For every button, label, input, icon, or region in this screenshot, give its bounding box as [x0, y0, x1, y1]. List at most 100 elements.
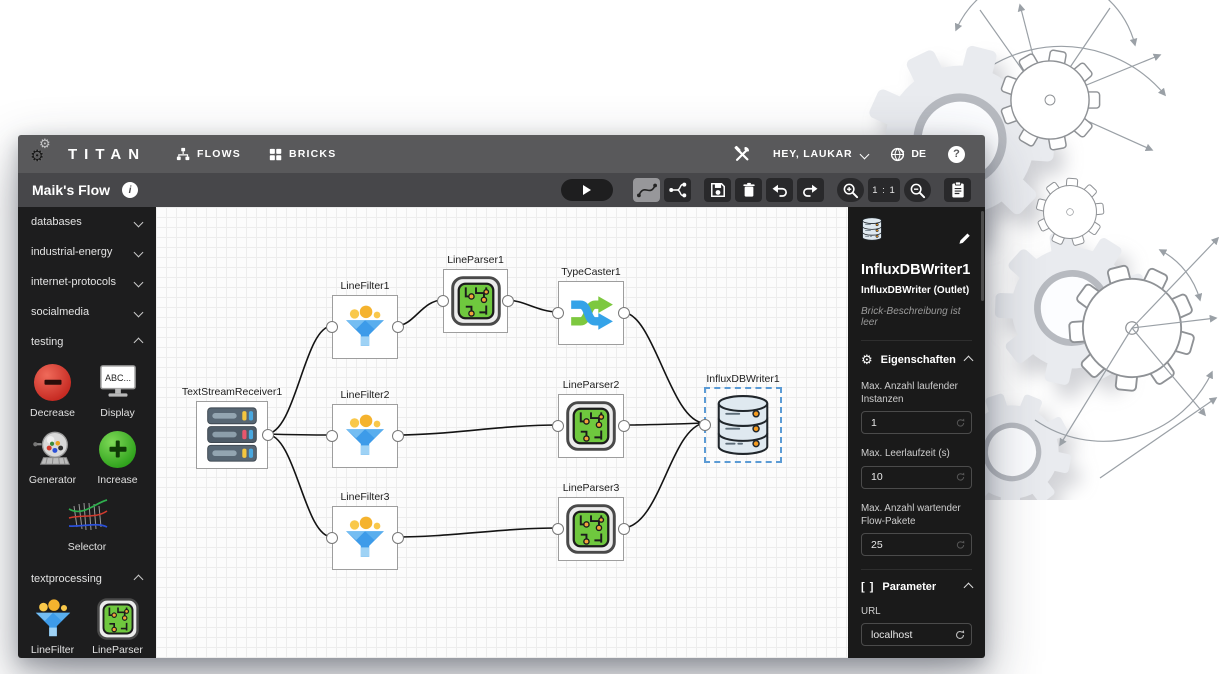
node-lineparser3[interactable]: LineParser3 — [552, 482, 630, 561]
brick-increase[interactable]: Increase — [85, 428, 150, 486]
sidebar-category-testing[interactable]: testing — [18, 327, 156, 357]
gear-icon: ⚙ — [861, 352, 873, 367]
nav-flows-label: FLOWS — [197, 148, 241, 160]
nav-item-bricks[interactable]: BRICKS — [269, 148, 336, 161]
brick-decrease[interactable]: Decrease — [20, 361, 85, 419]
server-rack-icon — [204, 406, 260, 464]
brackets-icon: [ ] — [861, 581, 875, 594]
help-button[interactable]: ? — [948, 145, 965, 163]
shuffle-arrows-icon — [567, 289, 615, 337]
zoom-ratio-indicator[interactable]: 1 : 1 — [868, 178, 900, 202]
undo-button[interactable] — [766, 178, 793, 202]
panel-scrollbar-thumb[interactable] — [981, 211, 984, 301]
input-port[interactable] — [326, 430, 338, 442]
circuit-icon — [451, 276, 501, 326]
zoom-out-button[interactable] — [904, 178, 931, 202]
brick-generator[interactable]: Generator — [20, 428, 85, 486]
nav-item-flows[interactable]: FLOWS — [176, 147, 241, 161]
node-label: TypeCaster1 — [561, 266, 621, 278]
max-waiting-packets-input[interactable] — [861, 533, 972, 557]
trash-icon — [742, 182, 756, 198]
output-port[interactable] — [262, 429, 274, 441]
output-port[interactable] — [392, 321, 404, 333]
flows-hierarchy-icon — [176, 147, 190, 161]
input-port[interactable] — [699, 419, 711, 431]
node-lineparser1[interactable]: LineParser1 — [437, 254, 514, 333]
nav-bricks-label: BRICKS — [288, 148, 337, 160]
clipboard-button[interactable] — [944, 178, 971, 202]
chevron-up-icon — [133, 337, 144, 347]
branch-connection-mode-button[interactable] — [664, 178, 691, 202]
max-idle-time-input[interactable] — [861, 465, 972, 489]
node-linefilter1[interactable]: LineFilter1 — [326, 280, 404, 359]
sidebar-category-databases[interactable]: databases — [18, 207, 156, 237]
admin-tools-icon[interactable] — [733, 145, 751, 163]
zoom-in-button[interactable] — [837, 178, 864, 202]
output-port[interactable] — [392, 532, 404, 544]
generator-lottery-icon — [32, 428, 74, 470]
url-input[interactable] — [861, 623, 972, 647]
language-selector[interactable]: DE — [890, 147, 926, 162]
input-port[interactable] — [552, 420, 564, 432]
inspector-description: Brick-Beschreibung ist leer — [861, 306, 961, 328]
edit-pencil-icon[interactable] — [957, 231, 972, 246]
delete-button[interactable] — [735, 178, 762, 202]
output-port[interactable] — [618, 307, 630, 319]
chevron-down-icon — [133, 247, 144, 257]
brick-lineparser[interactable]: LineParser — [85, 598, 150, 656]
sidebar-category-textprocessing[interactable]: textprocessing — [18, 564, 156, 594]
node-textstreamreceiver1[interactable]: TextStreamReceiver1 — [182, 386, 282, 469]
parameter-section-header[interactable]: [ ] Parameter — [861, 581, 974, 594]
save-floppy-icon — [710, 182, 726, 198]
sidebar-category-industrial-energy[interactable]: industrial-energy — [18, 237, 156, 267]
reset-refresh-icon[interactable] — [955, 539, 966, 550]
lineparser-circuit-icon — [97, 598, 139, 640]
titan-logo-gears-icon[interactable]: ⚙ ⚙ — [30, 136, 51, 165]
reset-refresh-icon[interactable] — [955, 472, 966, 483]
properties-section-header[interactable]: ⚙ Eigenschaften — [861, 352, 974, 368]
input-port[interactable] — [326, 532, 338, 544]
chevron-up-icon — [963, 582, 974, 593]
input-port[interactable] — [552, 307, 564, 319]
flow-connections — [265, 299, 705, 538]
reset-refresh-icon[interactable] — [955, 417, 966, 428]
reset-refresh-icon[interactable] — [954, 629, 966, 641]
brick-selector[interactable]: Selector — [20, 495, 154, 553]
curve-connection-mode-button[interactable] — [633, 178, 660, 202]
node-influxdbwriter1-selected[interactable]: InfluxDBWriter1 — [699, 373, 782, 463]
play-icon — [583, 185, 591, 195]
node-lineparser2[interactable]: LineParser2 — [552, 379, 630, 458]
circuit-icon — [566, 401, 616, 451]
output-port[interactable] — [392, 430, 404, 442]
brand-title[interactable]: TITAN — [68, 145, 147, 163]
node-linefilter3[interactable]: LineFilter3 — [326, 491, 404, 570]
sidebar-category-internet-protocols[interactable]: internet-protocols — [18, 267, 156, 297]
top-navbar: ⚙ ⚙ TITAN FLOWS BRICKS HEY, LAUKAR DE ? — [18, 135, 985, 173]
brick-type-database-icon — [861, 217, 883, 241]
save-button[interactable] — [704, 178, 731, 202]
input-port[interactable] — [437, 295, 449, 307]
selector-curves-icon — [65, 496, 109, 536]
input-port[interactable] — [552, 523, 564, 535]
user-menu[interactable]: HEY, LAUKAR — [773, 148, 870, 160]
node-label: LineParser2 — [562, 379, 620, 391]
node-typecaster1[interactable]: TypeCaster1 — [552, 266, 630, 345]
curve-wire-icon — [636, 181, 658, 199]
parameter-section: [ ] Parameter URL Port — [861, 569, 974, 658]
node-linefilter2[interactable]: LineFilter2 — [326, 389, 404, 468]
brick-linefilter[interactable]: LineFilter — [20, 598, 85, 656]
input-port[interactable] — [326, 321, 338, 333]
output-port[interactable] — [502, 295, 514, 307]
textprocessing-bricks: LineFilter LineParser — [18, 594, 156, 658]
brick-library-sidebar: databases industrial-energy internet-pro… — [18, 207, 156, 658]
run-flow-button[interactable] — [561, 179, 613, 201]
redo-button[interactable] — [797, 178, 824, 202]
max-instances-input[interactable] — [861, 411, 972, 435]
brick-display[interactable]: ABC... Display — [85, 361, 150, 419]
flow-canvas[interactable]: TextStreamReceiver1 LineFilter1 LinePars… — [156, 207, 848, 658]
flow-info-button[interactable]: i — [122, 182, 139, 198]
inspector-title: InfluxDBWriter1 — [861, 262, 971, 278]
sidebar-category-socialmedia[interactable]: socialmedia — [18, 297, 156, 327]
output-port[interactable] — [618, 523, 630, 535]
output-port[interactable] — [618, 420, 630, 432]
